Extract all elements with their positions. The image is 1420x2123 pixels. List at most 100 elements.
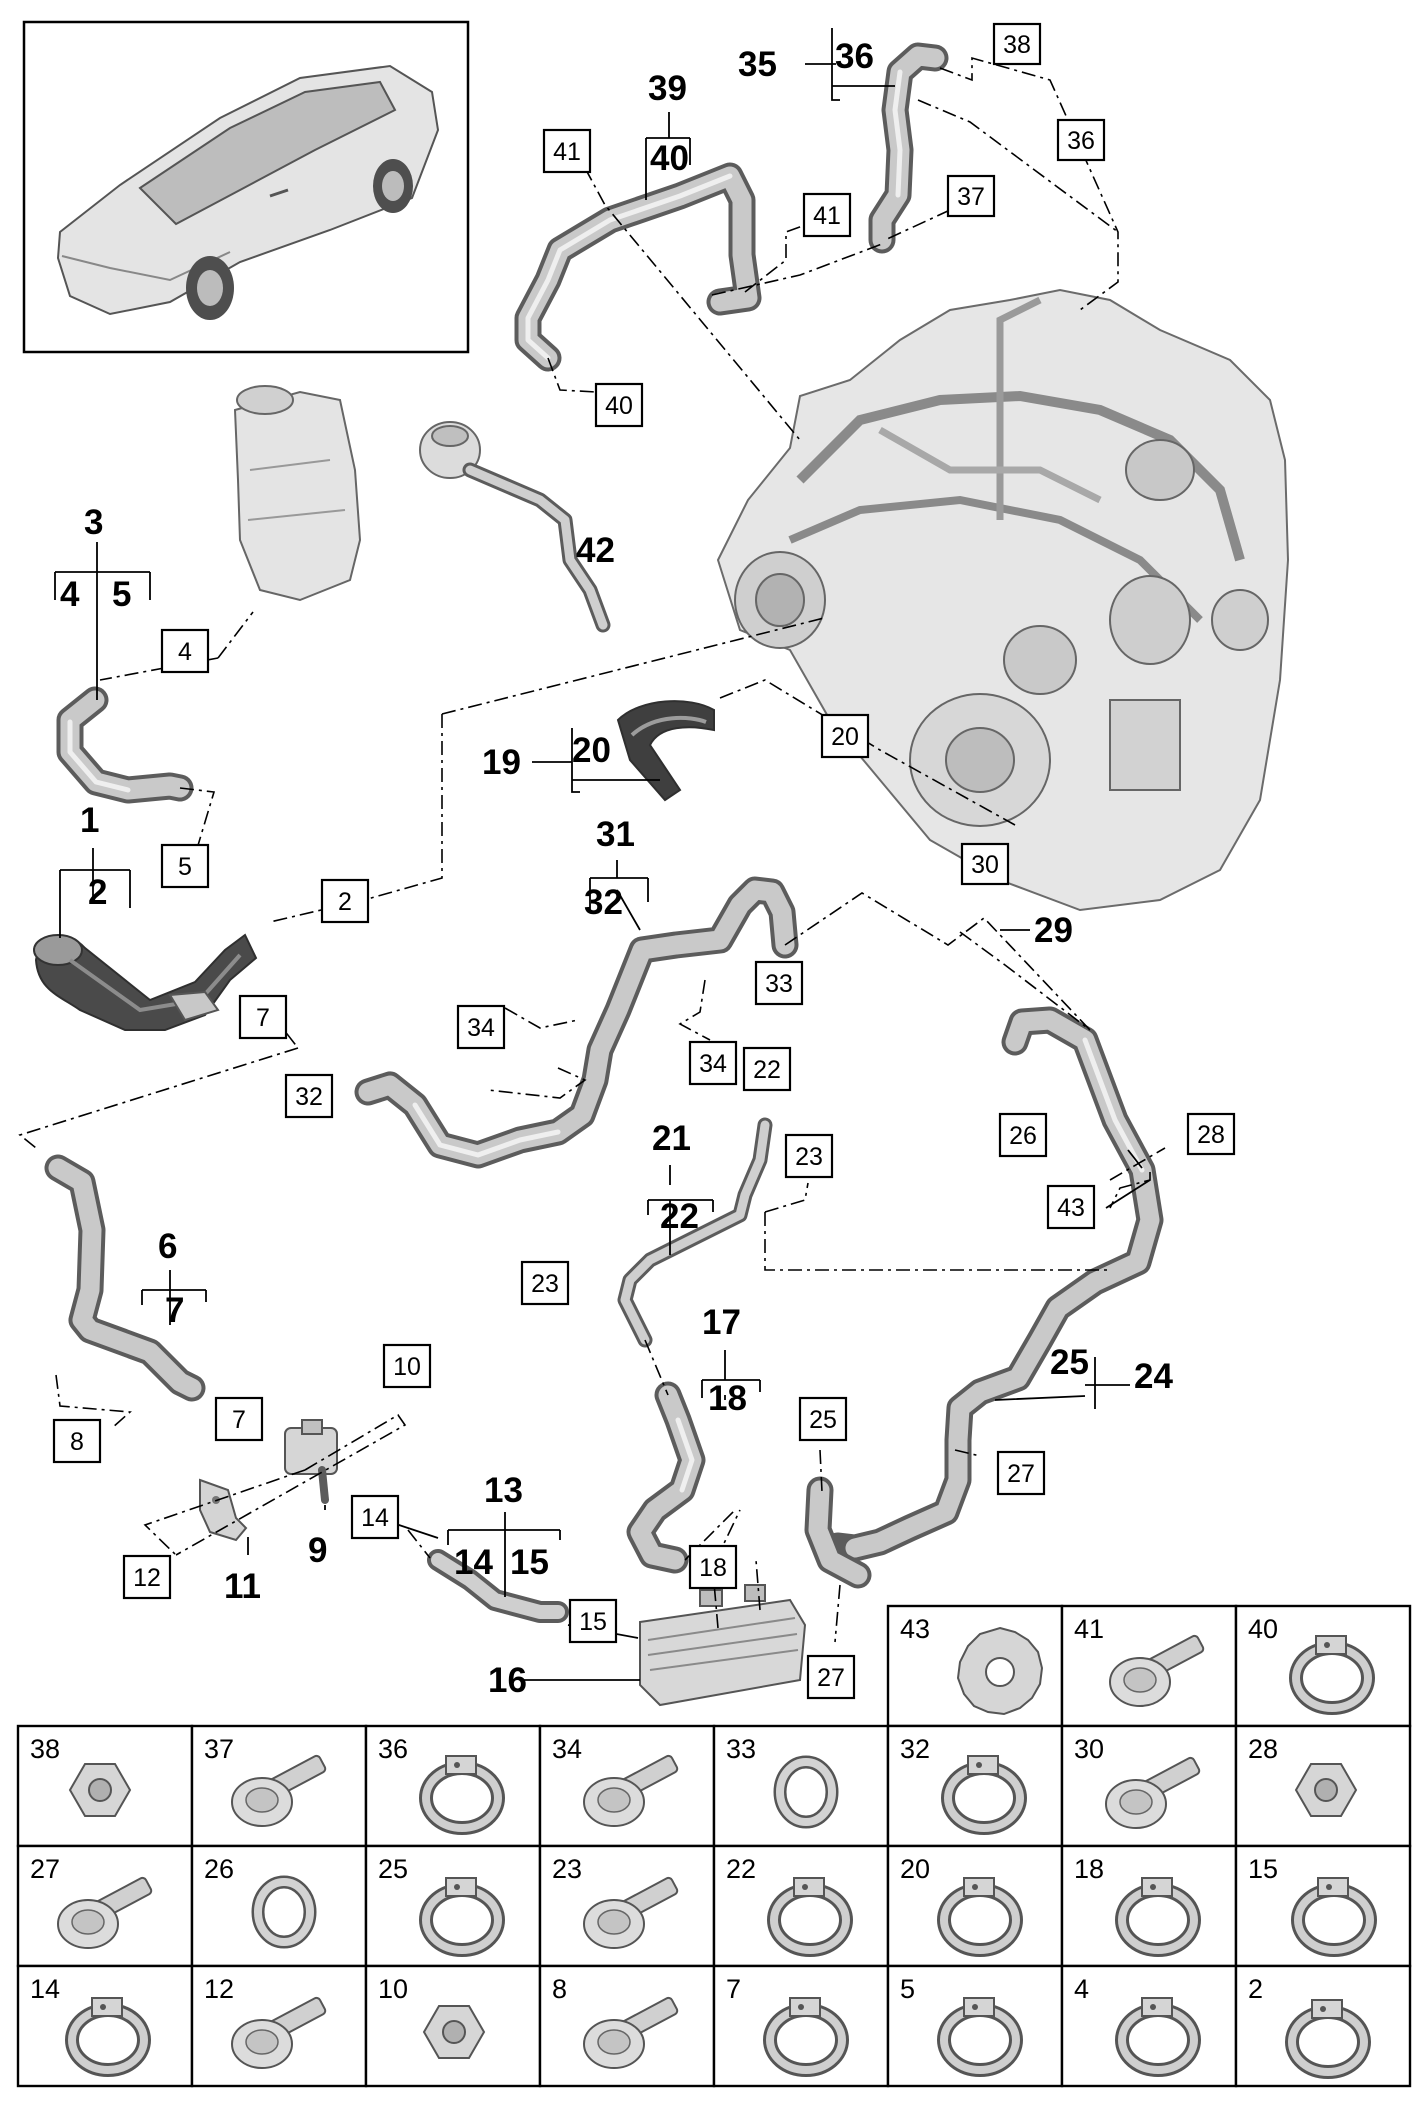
svg-text:15: 15 <box>1248 1854 1278 1884</box>
heat-exchanger-16 <box>639 1584 807 1707</box>
table-cell-33: 33 <box>712 1724 890 1848</box>
callout-42: 42 <box>576 531 615 570</box>
hose-32 <box>354 876 799 1169</box>
svg-text:15: 15 <box>579 1608 607 1636</box>
bracket-11 <box>199 1478 248 1542</box>
table-cell-23: 23 <box>538 1844 716 1968</box>
callout-box-20: 20 <box>820 713 870 759</box>
svg-text:36: 36 <box>378 1734 408 1764</box>
table-cell-7: 7 <box>712 1964 890 2088</box>
svg-text:18: 18 <box>699 1554 727 1582</box>
table-cell-2: 2 <box>1234 1964 1412 2088</box>
callout-box-34-left: 34 <box>456 1004 506 1050</box>
svg-text:10: 10 <box>378 1974 408 2004</box>
callout-25: 25 <box>1050 1343 1089 1382</box>
svg-text:30: 30 <box>971 851 999 879</box>
svg-text:7: 7 <box>232 1406 246 1434</box>
table-cell-12: 12 <box>190 1964 368 2088</box>
parts-table: 43 41 40 38 37 36 34 33 32 30 28 27 26 2… <box>16 1604 1412 2088</box>
callout-box-23-right: 23 <box>784 1133 834 1179</box>
svg-text:8: 8 <box>552 1974 567 2004</box>
callout-box-27-lower: 27 <box>806 1654 856 1700</box>
callout-box-28: 28 <box>1186 1112 1236 1156</box>
callout-box-34-right: 34 <box>688 1040 738 1086</box>
table-cell-38: 38 <box>16 1724 194 1848</box>
svg-text:28: 28 <box>1197 1121 1225 1149</box>
callout-box-15: 15 <box>568 1598 618 1644</box>
svg-text:25: 25 <box>809 1406 837 1434</box>
hose-1 <box>33 933 258 1031</box>
hose-36 <box>868 42 949 254</box>
callout-box-26: 26 <box>998 1112 1048 1158</box>
callout-40: 40 <box>650 139 689 178</box>
svg-text:26: 26 <box>1009 1122 1037 1150</box>
svg-text:43: 43 <box>1057 1194 1085 1222</box>
callout-box-10: 10 <box>382 1343 432 1389</box>
svg-text:23: 23 <box>552 1854 582 1884</box>
svg-text:27: 27 <box>1007 1460 1035 1488</box>
callout-32: 32 <box>584 883 623 922</box>
callout-11: 11 <box>224 1567 261 1606</box>
callout-box-30: 30 <box>960 842 1010 886</box>
callout-box-7-upper: 7 <box>238 994 288 1040</box>
callout-box-33: 33 <box>754 960 804 1006</box>
svg-text:40: 40 <box>605 392 633 420</box>
callout-box-14: 14 <box>350 1494 400 1540</box>
svg-text:33: 33 <box>726 1734 756 1764</box>
callout-box-4: 4 <box>160 628 210 674</box>
coolant-expansion-tank <box>233 385 362 602</box>
svg-text:38: 38 <box>30 1734 60 1764</box>
callout-box-38: 38 <box>992 22 1042 66</box>
table-cell-15: 15 <box>1234 1844 1412 1968</box>
callout-box-43: 43 <box>1046 1184 1096 1230</box>
table-cell-8: 8 <box>538 1964 716 2088</box>
svg-text:20: 20 <box>900 1854 930 1884</box>
table-cell-43: 43 <box>886 1604 1064 1728</box>
callout-box-32: 32 <box>284 1073 334 1119</box>
callout-16: 16 <box>488 1661 527 1700</box>
table-cell-32: 32 <box>886 1724 1064 1848</box>
svg-text:10: 10 <box>393 1353 421 1381</box>
bold-callouts: 35 36 39 40 3 4 5 42 19 20 1 2 31 32 29 … <box>60 37 1173 1700</box>
callout-box-27-upper: 27 <box>996 1450 1046 1496</box>
callout-21: 21 <box>652 1119 691 1158</box>
svg-text:12: 12 <box>133 1564 161 1592</box>
svg-text:37: 37 <box>204 1734 234 1764</box>
svg-text:34: 34 <box>552 1734 582 1764</box>
svg-text:27: 27 <box>817 1664 845 1692</box>
callout-14: 14 <box>454 1543 493 1582</box>
callout-box-41-left: 41 <box>542 128 592 174</box>
callout-36: 36 <box>835 37 874 76</box>
table-cell-30: 30 <box>1060 1724 1238 1848</box>
table-cell-28: 28 <box>1234 1724 1412 1848</box>
table-cell-25: 25 <box>364 1844 542 1968</box>
svg-text:40: 40 <box>1248 1614 1278 1644</box>
svg-text:37: 37 <box>957 183 985 211</box>
callout-box-22: 22 <box>742 1046 792 1092</box>
svg-text:5: 5 <box>178 853 192 881</box>
table-cell-37: 37 <box>190 1724 368 1848</box>
svg-text:32: 32 <box>900 1734 930 1764</box>
vehicle-inset <box>22 20 470 354</box>
svg-text:4: 4 <box>1074 1974 1089 2004</box>
callout-4: 4 <box>60 575 80 614</box>
svg-text:22: 22 <box>753 1056 781 1084</box>
table-cell-36: 36 <box>364 1724 542 1848</box>
table-cell-40: 40 <box>1234 1604 1412 1728</box>
callout-15: 15 <box>510 1543 549 1582</box>
valve-9 <box>284 1419 338 1504</box>
callout-31: 31 <box>596 815 635 854</box>
svg-text:14: 14 <box>30 1974 60 2004</box>
svg-text:2: 2 <box>1248 1974 1263 2004</box>
svg-text:7: 7 <box>726 1974 741 2004</box>
pipe-21 <box>617 1117 773 1348</box>
callout-18: 18 <box>708 1379 747 1418</box>
callout-box-7-lower: 7 <box>214 1396 264 1442</box>
callout-35: 35 <box>738 45 777 84</box>
hose-40 <box>514 162 762 372</box>
svg-text:23: 23 <box>795 1143 823 1171</box>
table-cell-14: 14 <box>16 1964 194 2088</box>
callout-box-23-left: 23 <box>520 1260 570 1306</box>
callout-20: 20 <box>572 731 611 770</box>
